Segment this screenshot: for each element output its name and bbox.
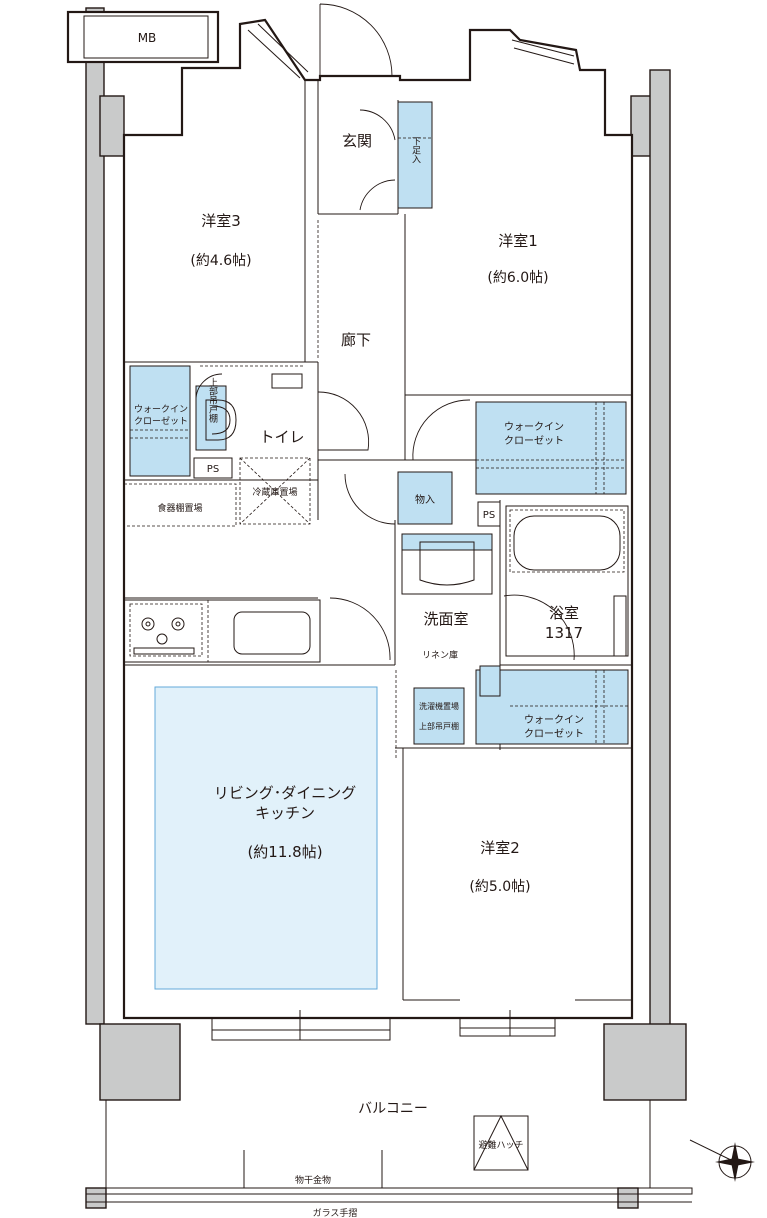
sink-icon xyxy=(233,611,311,655)
structure xyxy=(85,7,687,1209)
shoe-cabinet xyxy=(397,101,433,209)
ps-right-label: PS xyxy=(483,510,495,521)
wic-bed1-line1: ウォークイン xyxy=(504,421,564,433)
wic-bed1-line2: クローゼット xyxy=(504,435,564,447)
shoe-cabinet-label: 下足入 xyxy=(410,137,421,164)
toilet-upper-cabinet-label: 上部吊戸棚 xyxy=(207,377,218,423)
storage-closet xyxy=(397,471,453,525)
compass-rose-icon xyxy=(689,1139,755,1182)
ps-left-label: PS xyxy=(207,464,219,475)
ldk-floor xyxy=(154,686,378,990)
entrance-label: 玄関 xyxy=(342,132,372,150)
wic-left-line1: ウォークイン xyxy=(134,404,188,415)
fridge-label: 冷蔵庫置場 xyxy=(252,486,297,498)
linen-closet xyxy=(479,665,501,697)
north-windows xyxy=(247,23,575,79)
bedroom1-size: (約6.0帖) xyxy=(487,270,548,286)
bedroom3-name: 洋室3 xyxy=(201,212,241,230)
gas-stove-icon xyxy=(133,617,195,655)
clothes-rail-label: 物干金物 xyxy=(295,1174,331,1186)
bathroom-size: 1317 xyxy=(545,624,583,642)
dish-shelf-label: 食器棚置場 xyxy=(157,502,202,514)
washer-upper-label: 上部吊戸棚 xyxy=(419,721,459,731)
wic-bedroom1 xyxy=(475,401,627,495)
bathtub-icon xyxy=(513,515,621,571)
wic-bed2-line1: ウォークイン xyxy=(524,714,584,726)
washer-label: 洗濯機置場 xyxy=(419,701,459,711)
glass-rail-label: ガラス手摺 xyxy=(313,1207,358,1218)
wic-bed2-line2: クローゼット xyxy=(524,728,584,740)
washer-upper xyxy=(413,687,465,745)
doors xyxy=(195,109,575,661)
toilet-label: トイレ xyxy=(259,428,304,446)
linen-label: リネン庫 xyxy=(422,649,458,661)
bedroom3-size: (約4.6帖) xyxy=(190,253,251,269)
bedroom2-name: 洋室2 xyxy=(480,839,520,857)
storage-areas xyxy=(129,101,629,990)
toilet-icon xyxy=(205,373,303,441)
wic-left-line2: クローゼット xyxy=(134,415,188,427)
ldk-size: (約11.8帖) xyxy=(247,843,322,861)
wic-bedroom2 xyxy=(475,669,629,745)
bathroom-name: 浴室 xyxy=(549,604,579,622)
wic-left xyxy=(129,365,191,477)
south-windows xyxy=(211,1010,556,1041)
storage-label: 物入 xyxy=(415,493,435,506)
corridor-label: 廊下 xyxy=(341,331,371,349)
toilet-upper-cabinet xyxy=(195,385,227,451)
washroom-label: 洗面室 xyxy=(423,610,468,628)
ldk-name-line1: リビング･ダイニング xyxy=(214,784,357,802)
mb-label: MB xyxy=(138,31,157,45)
balcony-label: バルコニー xyxy=(358,1101,428,1117)
labels: MB 洋室3 (約4.6帖) 玄関 下足入 洋室1 (約6.0帖) 廊下 ウォー… xyxy=(134,31,584,1218)
ldk-name-line2: キッチン xyxy=(255,804,315,822)
balcony xyxy=(85,1100,693,1203)
bedroom2-size: (約5.0帖) xyxy=(469,879,530,895)
hatch-label: 避難ハッチ xyxy=(478,1139,523,1151)
bedroom1-name: 洋室1 xyxy=(498,232,538,250)
